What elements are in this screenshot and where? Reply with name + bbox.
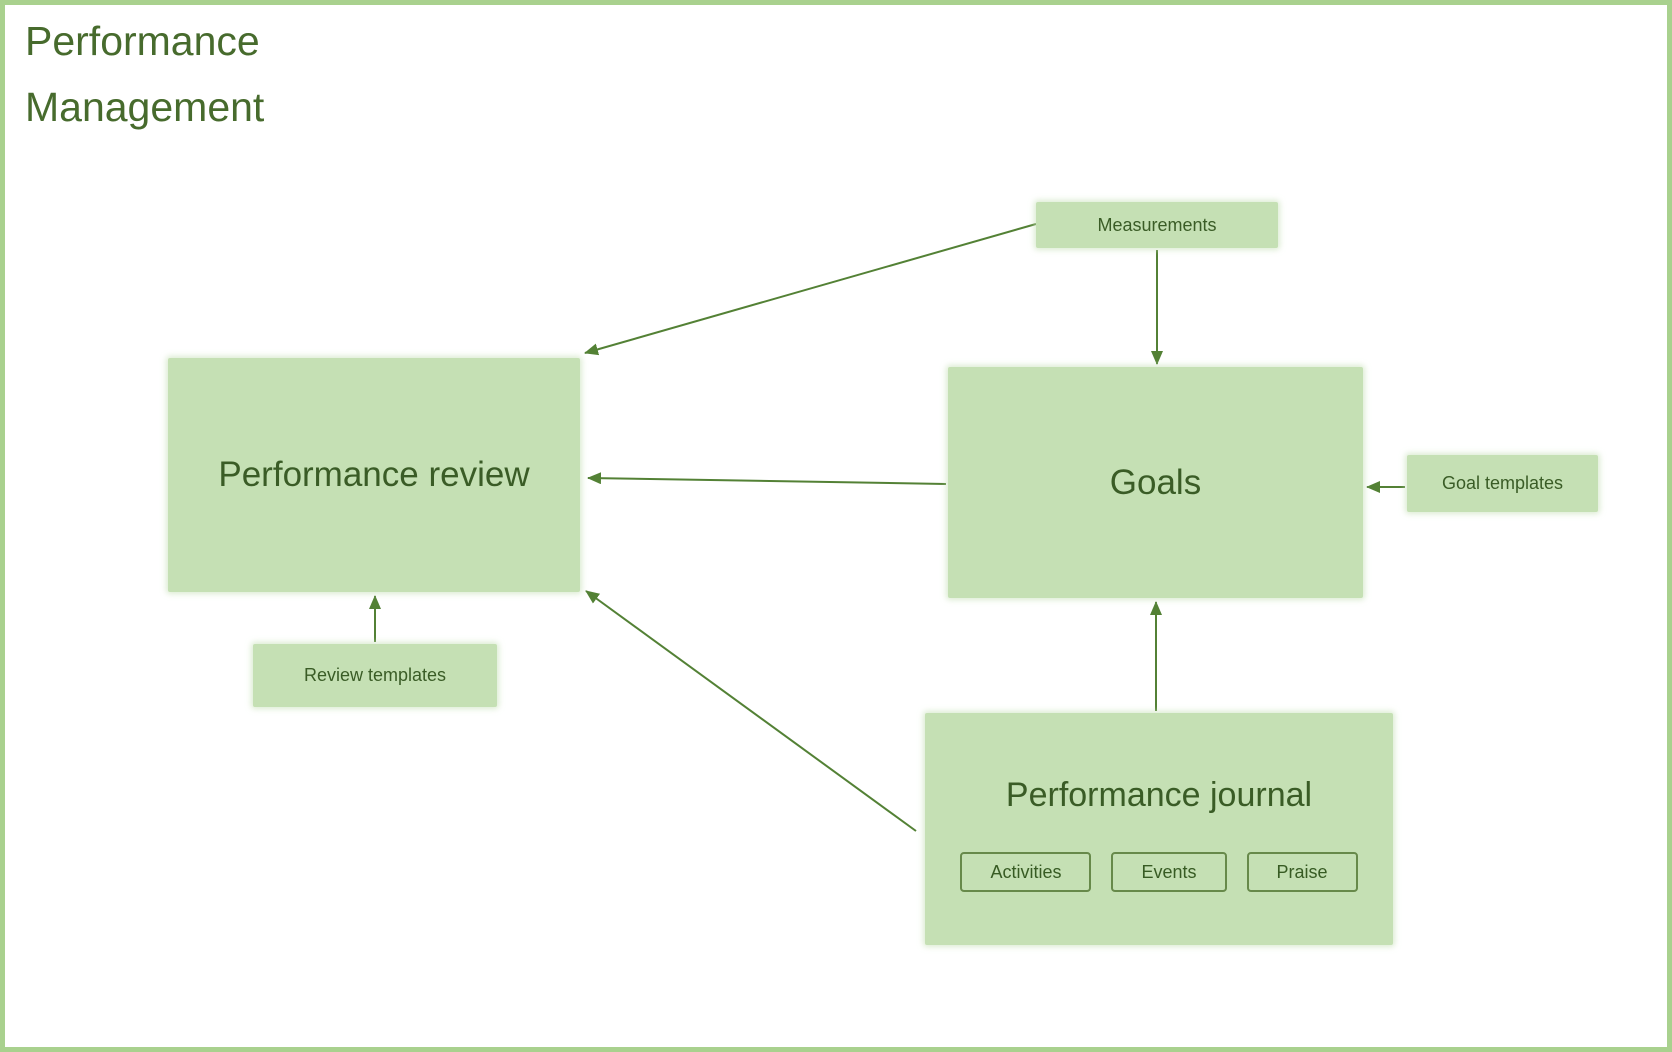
chip-events: Events [1111,852,1227,892]
chip-praise: Praise [1246,852,1358,892]
edge-performance-journal-to-performance-review [585,590,917,832]
node-review-templates: Review templates [253,644,497,707]
node-review-templates-label: Review templates [303,665,447,685]
node-goals-label: Goals [1109,462,1202,502]
journal-chip-row: Activities Events Praise [960,852,1358,892]
page-title: Performance Management [25,8,264,140]
chip-praise-label: Praise [1276,861,1328,882]
node-performance-journal-label: Performance journal [1005,776,1313,814]
chip-events-label: Events [1141,861,1197,882]
edge-goals-to-performance-review [587,472,947,485]
node-measurements-label: Measurements [1097,214,1217,235]
node-goals: Goals [948,367,1363,598]
node-performance-review-label: Performance review [218,455,530,494]
node-performance-review: Performance review [168,358,580,592]
edge-measurements-to-performance-review [584,223,1037,356]
page-title-line-2: Management [25,84,265,130]
node-goal-templates: Goal templates [1407,455,1598,512]
chip-activities: Activities [960,852,1092,892]
node-measurements: Measurements [1036,202,1278,248]
page-title-line-1: Performance [25,18,260,64]
node-performance-journal: Performance journal Activities Events Pr… [925,713,1393,945]
chip-activities-label: Activities [990,861,1062,882]
node-goal-templates-label: Goal templates [1441,473,1564,493]
